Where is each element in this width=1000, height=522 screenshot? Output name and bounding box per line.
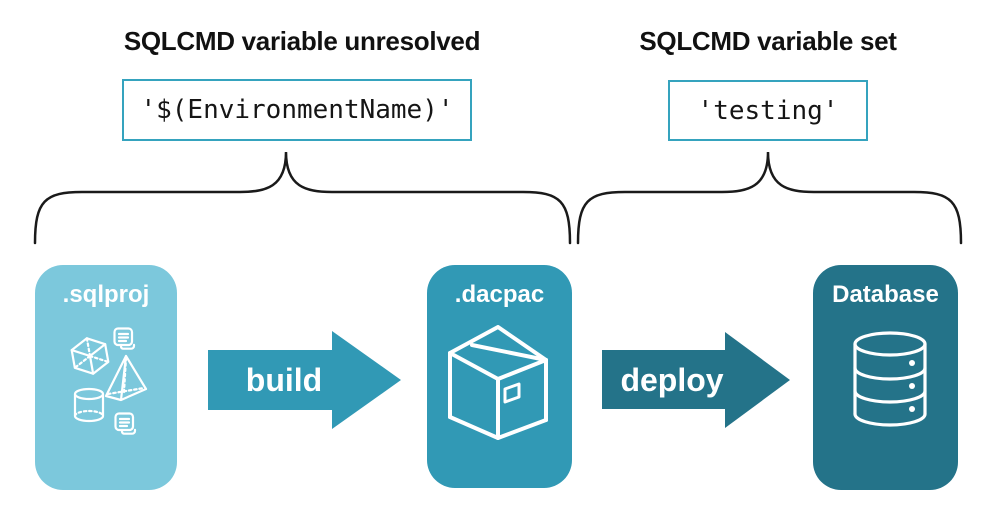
right-brace-icon	[576, 151, 963, 245]
deploy-arrow-label: deploy	[620, 361, 724, 398]
code-box-testing: 'testing'	[668, 80, 868, 141]
node-database-label: Database	[832, 281, 939, 308]
pyramid-icon	[104, 354, 148, 402]
build-arrow-shape	[208, 331, 401, 429]
build-arrow	[208, 331, 401, 429]
heading-sqlcmd-unresolved: SQLCMD variable unresolved	[123, 26, 481, 56]
package-icon	[448, 325, 548, 440]
script-scroll-icon	[113, 327, 136, 350]
database-icon	[853, 331, 927, 427]
cube-icon	[70, 337, 110, 375]
node-sqlproj: .sqlproj	[35, 265, 177, 490]
sql-objects-icon	[70, 327, 148, 435]
cylinder-icon	[73, 387, 105, 423]
left-brace-icon	[33, 151, 572, 245]
build-arrow-label: build	[245, 361, 323, 398]
deploy-arrow	[602, 332, 790, 428]
code-box-environment-name: '$(EnvironmentName)'	[122, 79, 472, 141]
heading-sqlcmd-set: SQLCMD variable set	[639, 26, 897, 56]
deploy-arrow-shape	[602, 332, 790, 428]
node-dacpac-label: .dacpac	[454, 281, 545, 308]
node-sqlproj-label: .sqlproj	[62, 281, 150, 308]
script-scroll-icon	[114, 412, 137, 435]
